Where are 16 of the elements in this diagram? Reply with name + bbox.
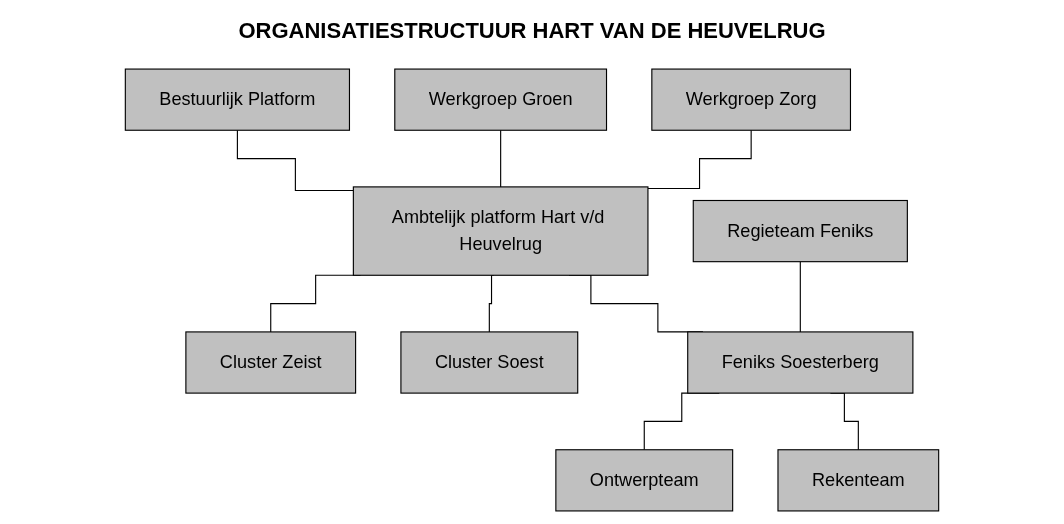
node-box: Rekenteam — [777, 449, 940, 512]
node-box: Regieteam Feniks — [692, 199, 908, 263]
connector — [500, 129, 502, 188]
node-box: Cluster Soest — [400, 331, 579, 394]
node-box: Feniks Soesterberg — [687, 331, 914, 394]
node-box: Bestuurlijk Platform — [124, 68, 351, 131]
node-box: Ambtelijk platform Hart v/d Heuvelrug — [352, 186, 649, 276]
connector — [236, 129, 354, 192]
node-box: Werkgroep Groen — [394, 68, 608, 131]
node-box: Cluster Zeist — [185, 331, 357, 394]
connector — [488, 274, 495, 333]
node-box: Werkgroep Zorg — [651, 68, 852, 131]
node-box: Ontwerpteam — [555, 449, 734, 512]
connector — [647, 129, 752, 189]
connector — [799, 261, 801, 333]
diagram-title: ORGANISATIESTRUCTUUR HART VAN DE HEUVELRUG — [237, 18, 827, 44]
